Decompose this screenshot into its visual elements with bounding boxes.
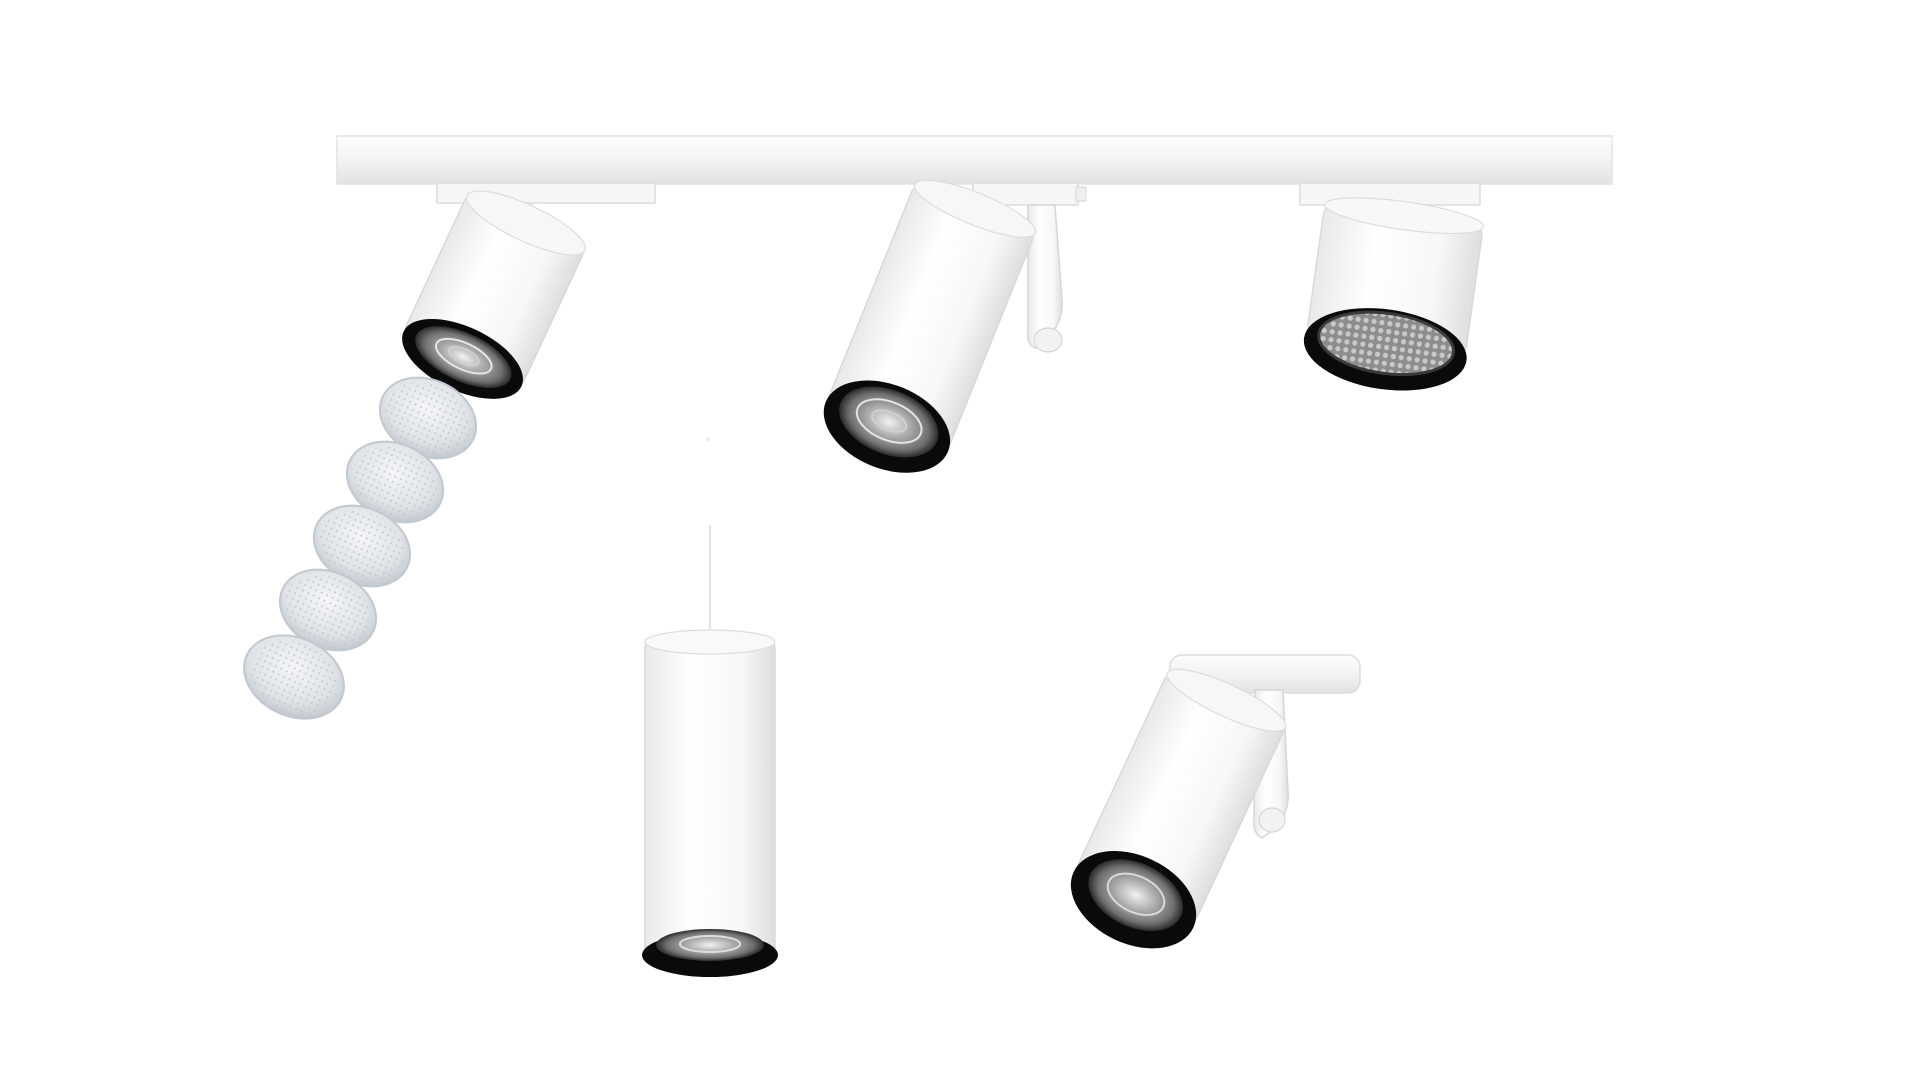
- spotlight-body: [402, 190, 586, 399]
- honeycomb-louvre: [1318, 312, 1454, 375]
- fixture-surface-spotlight: [1070, 654, 1361, 949]
- lens-accessories: [243, 376, 478, 720]
- spotlight-body: [1303, 197, 1484, 391]
- fixture-track-spotlight-left: [243, 182, 656, 720]
- fixture-track-spotlight-center: [823, 179, 1087, 473]
- spotlight-body: [1070, 668, 1287, 949]
- yoke-pivot: [1258, 807, 1286, 833]
- lens-accessory: [378, 376, 478, 460]
- yoke-pivot: [1033, 327, 1063, 353]
- fixture-track-spotlight-right: [1299, 182, 1484, 391]
- pendant-body: [644, 641, 776, 958]
- spotlight-body: [823, 179, 1037, 473]
- reflector: [656, 929, 764, 961]
- lens-accessory: [243, 634, 345, 720]
- fixture-pendant: [642, 437, 778, 977]
- lens-accessory: [312, 504, 412, 588]
- lens-accessory: [278, 568, 378, 652]
- track-rail: [336, 135, 1613, 185]
